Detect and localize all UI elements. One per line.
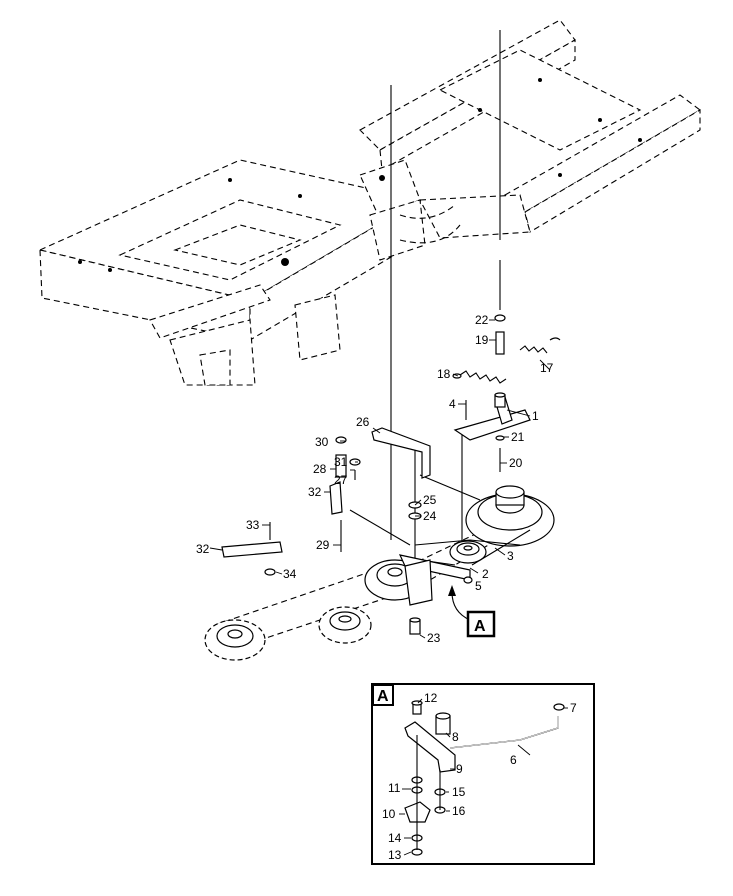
deck-belt-pulleys — [204, 485, 555, 661]
callout-18: 18 — [437, 367, 451, 381]
callout-17: 17 — [540, 361, 554, 375]
detail-callout-8: 8 — [452, 730, 459, 744]
callout-32-lower: 32 — [196, 542, 210, 556]
springs — [452, 337, 561, 384]
callout-25: 25 — [423, 493, 437, 507]
detail-callout-10: 10 — [382, 807, 396, 821]
callout-4: 4 — [449, 397, 456, 411]
callout-29: 29 — [316, 538, 330, 552]
callout-24: 24 — [423, 509, 437, 523]
callout-labels: 1 2 3 4 5 17 18 19 20 21 22 23 24 25 26 … — [196, 313, 554, 645]
callout-5: 5 — [475, 579, 482, 593]
bracket-26 — [371, 427, 431, 479]
callout-34: 34 — [283, 567, 297, 581]
callout-27: 27 — [334, 473, 348, 487]
hardware — [221, 314, 506, 584]
callout-30: 30 — [315, 435, 329, 449]
detail-callout-15: 15 — [452, 785, 466, 799]
callout-1: 1 — [532, 409, 539, 423]
detail-callout-14: 14 — [388, 831, 402, 845]
pulley-left — [204, 619, 266, 661]
idler-bracket-1 — [453, 392, 531, 441]
idler-arm-bracket — [398, 501, 471, 635]
detail-view-label: A — [377, 688, 389, 705]
callout-leaders — [209, 319, 551, 639]
callout-20: 20 — [509, 456, 523, 470]
assembly-lines — [349, 30, 501, 590]
mower-frame — [38, 19, 701, 386]
callout-28: 28 — [313, 462, 327, 476]
callout-26: 26 — [356, 415, 370, 429]
view-a-callout: A — [448, 585, 496, 638]
detail-callout-7: 7 — [570, 701, 577, 715]
detail-view-a: A — [371, 683, 595, 865]
callout-33: 33 — [246, 518, 260, 532]
callout-23: 23 — [427, 631, 441, 645]
pulley-drive — [465, 485, 555, 547]
detail-callout-12: 12 — [424, 691, 438, 705]
callout-19: 19 — [475, 333, 489, 347]
callout-2: 2 — [482, 567, 489, 581]
callout-21: 21 — [511, 430, 525, 444]
detail-callout-13: 13 — [388, 848, 402, 862]
detail-callout-9: 9 — [456, 762, 463, 776]
detail-callout-11: 11 — [388, 781, 401, 795]
callout-3: 3 — [507, 549, 514, 563]
idler-pulley — [449, 540, 487, 564]
pulley-middle — [318, 606, 372, 644]
view-a-callout-label: A — [474, 618, 486, 635]
detail-callout-16: 16 — [452, 804, 466, 818]
callout-22: 22 — [475, 313, 489, 327]
detail-callout-6: 6 — [510, 753, 517, 767]
callout-32-upper: 32 — [308, 485, 322, 499]
callout-31: 31 — [334, 455, 348, 469]
